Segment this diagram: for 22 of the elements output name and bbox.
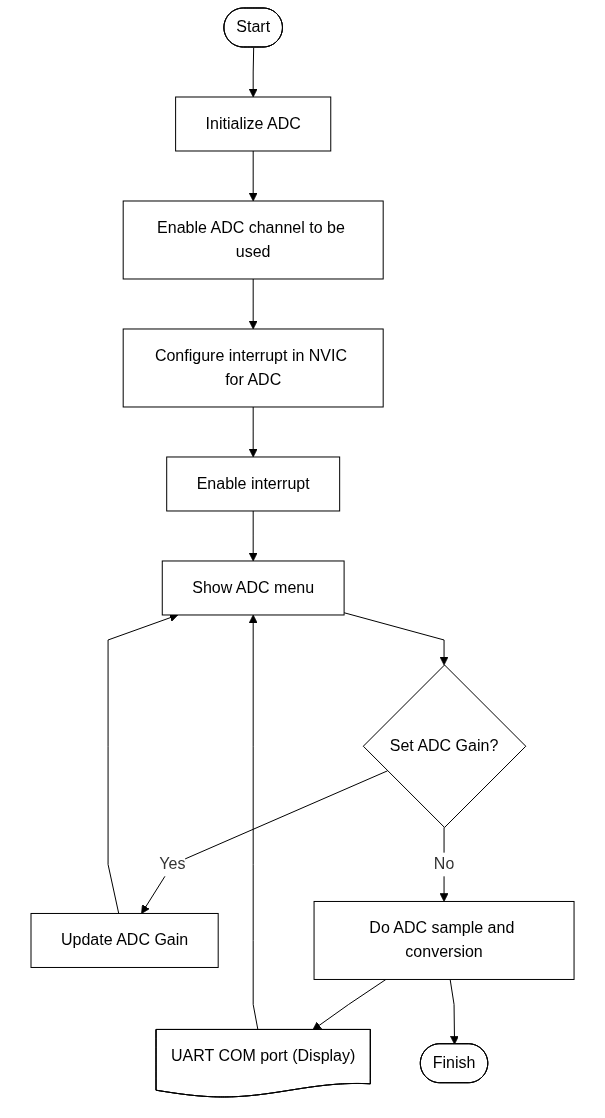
node-box: Enable ADC channel to be used: [122, 200, 384, 280]
node-box: Initialize ADC: [175, 96, 332, 152]
arrow: [248, 614, 259, 1031]
node-box: Update ADC Gain: [30, 912, 219, 968]
node-box: Do ADC sample and conversion: [313, 900, 575, 980]
arrow: [248, 150, 258, 202]
arrow: [248, 278, 258, 330]
arrow: [248, 510, 258, 562]
arrow: [312, 978, 387, 1031]
arrow: [248, 406, 258, 458]
node-box: Configure interrupt in NVIC for ADC: [122, 328, 384, 408]
arrow: [141, 770, 388, 914]
arrow: [449, 978, 459, 1045]
arrow: [439, 826, 449, 902]
arrow: [343, 612, 449, 666]
arrow: [248, 47, 258, 98]
edge-label: Yes: [159, 855, 186, 873]
node-diamond: Set ADC Gain?: [362, 664, 527, 828]
node-box: Show ADC menu: [161, 560, 345, 616]
edge-label: No: [433, 855, 455, 873]
node-box: Enable interrupt: [166, 456, 341, 512]
arrow: [107, 613, 179, 914]
